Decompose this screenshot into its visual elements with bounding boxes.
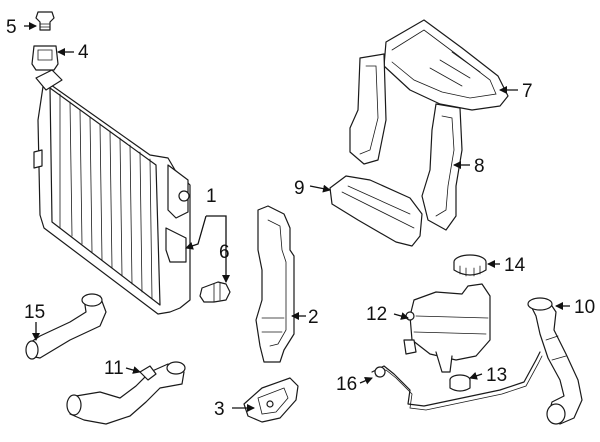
callout-4: 4 bbox=[78, 42, 89, 63]
part-11-lower-hose bbox=[66, 361, 186, 425]
callout-7: 7 bbox=[522, 81, 533, 102]
callout-12: 12 bbox=[366, 304, 387, 325]
radiator bbox=[33, 69, 191, 315]
part-16-hose-line bbox=[371, 351, 543, 411]
callout-8: 8 bbox=[474, 156, 485, 177]
callout-15: 15 bbox=[24, 302, 45, 323]
part-9-lower-air-guide bbox=[329, 175, 423, 247]
callout-3: 3 bbox=[214, 399, 225, 420]
part-10-upper-hose bbox=[527, 297, 583, 425]
part-13-small-cap bbox=[449, 374, 471, 392]
callout-6: 6 bbox=[219, 242, 230, 263]
callout-labels: 5 4 1 6 2 3 7 8 9 10 11 12 13 14 15 16 bbox=[6, 17, 595, 420]
callout-14: 14 bbox=[504, 255, 526, 276]
callout-16: 16 bbox=[336, 374, 357, 395]
callout-9: 9 bbox=[294, 178, 305, 199]
callout-10: 10 bbox=[574, 297, 595, 318]
part-3-bracket bbox=[243, 377, 299, 423]
part-12-expansion-tank bbox=[403, 283, 491, 373]
callout-5: 5 bbox=[6, 17, 17, 38]
part-5-plug bbox=[35, 11, 55, 31]
leader-lines bbox=[24, 22, 570, 412]
callout-13: 13 bbox=[486, 365, 507, 386]
part-14-cap bbox=[453, 254, 487, 277]
callout-1: 1 bbox=[206, 186, 217, 207]
callout-2: 2 bbox=[308, 307, 319, 328]
part-15-left-hose bbox=[25, 293, 107, 360]
part-7-8-air-shroud bbox=[349, 19, 509, 231]
part-2-side-deflector bbox=[255, 205, 295, 363]
part-4-bushing bbox=[31, 45, 59, 71]
callout-11: 11 bbox=[104, 358, 124, 379]
part-6-clip bbox=[199, 281, 231, 303]
